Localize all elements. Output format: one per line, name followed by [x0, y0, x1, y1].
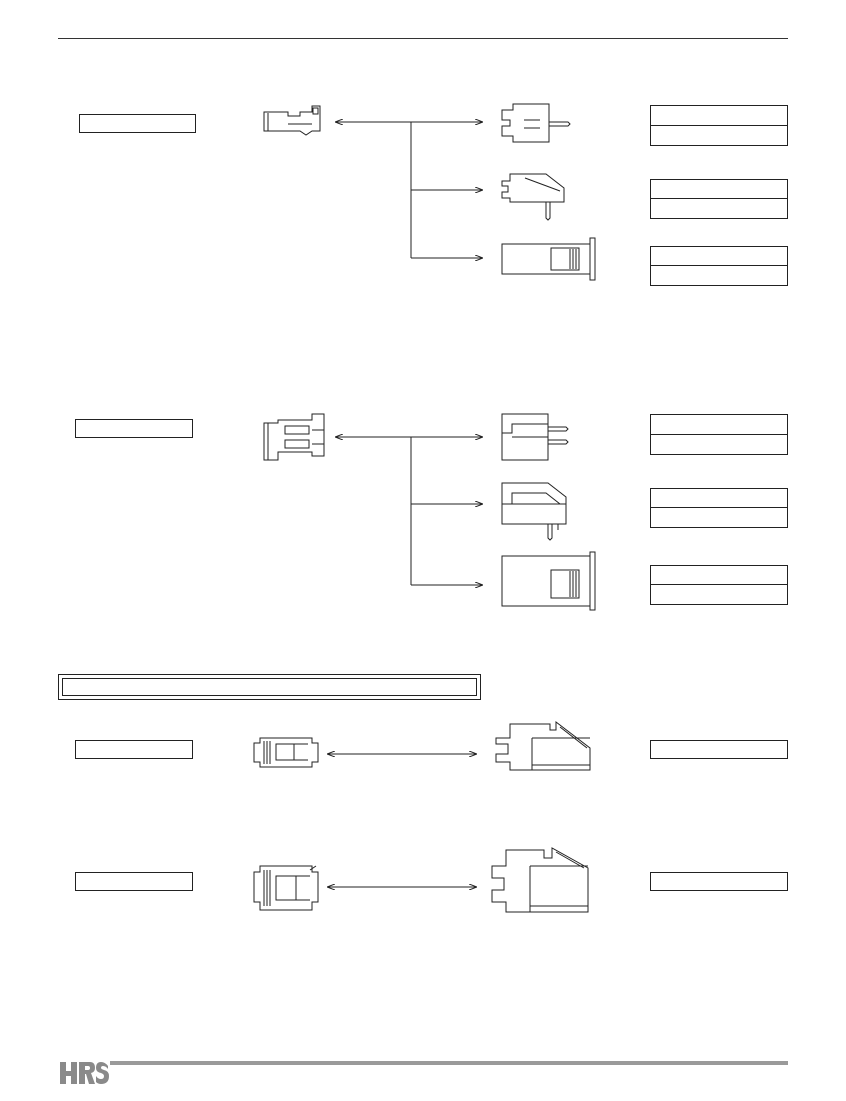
pair-2-left-label	[75, 872, 193, 891]
group-2-mate-2-label	[650, 488, 788, 528]
section-title	[62, 678, 477, 696]
group-2-mate-1-name	[651, 415, 787, 435]
double-row-cable-plug-icon	[253, 865, 319, 911]
group-2-label	[75, 419, 193, 438]
header-rule	[58, 38, 788, 39]
group-1-mate-3-name	[651, 247, 787, 266]
crimp-socket-housing-icon	[263, 105, 321, 136]
group-1-mate-1-label	[650, 105, 788, 146]
straight-header-icon	[501, 103, 571, 143]
group-1-mate-3-label	[650, 246, 788, 286]
double-row-socket-housing-icon	[263, 413, 325, 461]
cable-receptacle-icon	[495, 720, 591, 771]
group-2-mate-3-label	[650, 565, 788, 605]
group-2-mate-1-label	[650, 414, 788, 455]
group-1-mate-1-name	[651, 106, 787, 126]
pair-1-right-label	[650, 740, 788, 759]
pair-2-right-label	[650, 872, 788, 891]
panel-mount-header-icon	[501, 237, 596, 281]
double-row-right-angle-header-icon	[501, 482, 567, 541]
double-row-straight-header-icon	[501, 413, 569, 461]
double-row-cable-receptacle-icon	[491, 847, 589, 913]
group-2-mate-2-name	[651, 489, 787, 508]
group-2-mate-3-name	[651, 566, 787, 585]
footer-rule	[110, 1061, 788, 1065]
cable-plug-icon	[253, 737, 319, 768]
group-1-mate-2-name	[651, 180, 787, 199]
double-row-panel-mount-header-icon	[501, 551, 596, 611]
hrs-logo	[60, 1062, 109, 1084]
group-1-label	[79, 114, 196, 133]
group-1-mate-2-label	[650, 179, 788, 219]
section-title-bar	[58, 674, 481, 700]
pair-1-left-label	[75, 740, 193, 759]
right-angle-header-icon	[501, 173, 565, 221]
